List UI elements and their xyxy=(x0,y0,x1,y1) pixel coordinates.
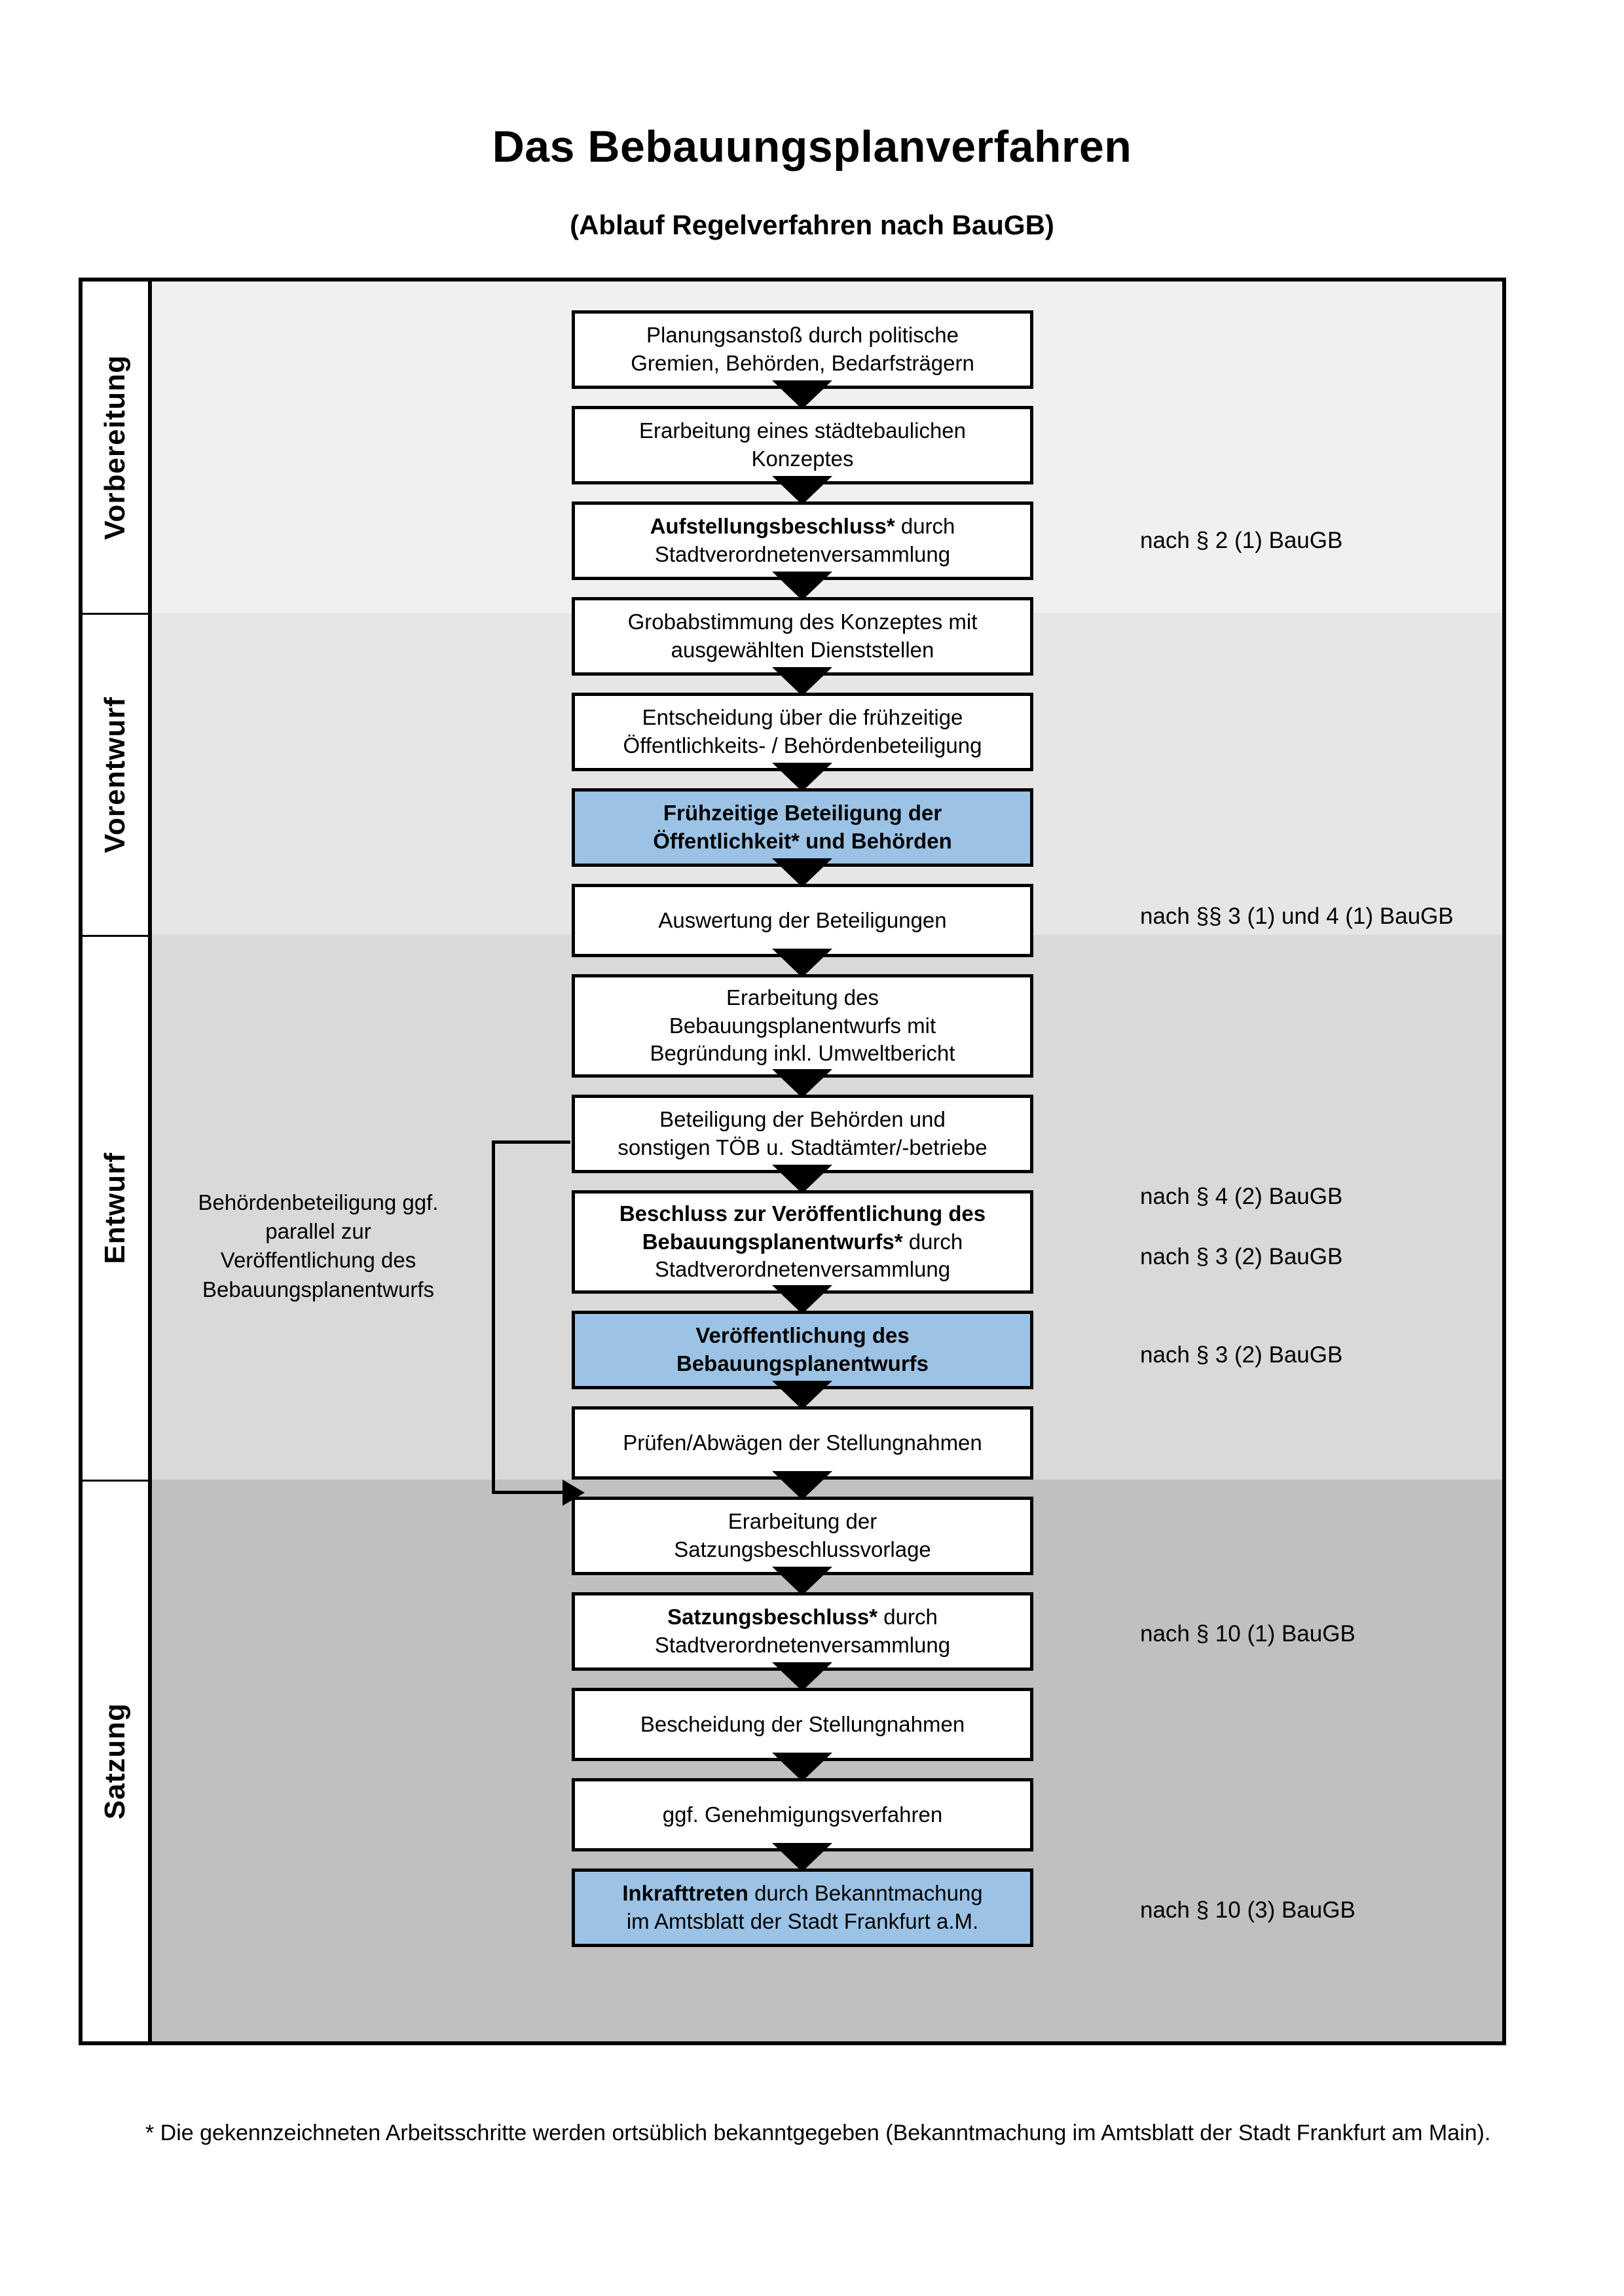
stage-divider-2 xyxy=(83,935,148,937)
step-line: Erarbeitung des xyxy=(726,985,879,1010)
flow-arrow-icon xyxy=(772,667,832,696)
step-line: Erarbeitung eines städtebaulichen xyxy=(638,418,966,443)
stage-column-divider xyxy=(148,282,152,2041)
step-box-satzungsbeschluss[interactable]: Satzungsbeschluss* durch Stadtverordnete… xyxy=(572,1592,1033,1671)
step-box-bescheidung[interactable]: Bescheidung der Stellungnahmen xyxy=(572,1688,1033,1761)
footnote: * Die gekennzeichneten Arbeitsschritte w… xyxy=(145,2121,1491,2145)
step-line: Entscheidung über die frühzeitige xyxy=(642,705,963,730)
stage-label-text: Vorbereitung xyxy=(99,354,131,540)
legal-note-2-1: nach § 2 (1) BauGB xyxy=(1140,528,1343,553)
feedback-bracket-top xyxy=(492,1140,570,1144)
step-line: durch Bekanntmachung xyxy=(748,1881,983,1906)
step-line: Öffentlichkeits- / Behördenbeteiligung xyxy=(623,733,982,757)
feedback-bracket-left xyxy=(492,1140,495,1494)
step-line: im Amtsblatt der Stadt Frankfurt a.M. xyxy=(626,1909,979,1933)
step-line: Prüfen/Abwägen der Stellungnahmen xyxy=(623,1430,982,1455)
step-box-beteiligung-behoerden[interactable]: Beteiligung der Behörden und sonstigen T… xyxy=(572,1095,1033,1173)
feedback-bracket-bottom xyxy=(492,1491,564,1494)
sidenote-behoerdenbeteiligung: Behördenbeteiligung ggf. parallel zur Ve… xyxy=(187,1188,449,1304)
step-line: durch xyxy=(902,1229,963,1254)
step-box-beschluss-veroeffentlichung[interactable]: Beschluss zur Veröffentlichung des Bebau… xyxy=(572,1190,1033,1294)
stage-label-text: Entwurf xyxy=(99,1152,131,1264)
legal-note-3-2-b: nach § 3 (2) BauGB xyxy=(1140,1342,1343,1368)
sidenote-text: Behördenbeteiligung ggf. parallel zur Ve… xyxy=(198,1190,439,1302)
stage-label-vorbereitung: Vorbereitung xyxy=(83,282,148,613)
stage-divider-1 xyxy=(83,613,148,615)
step-line: Bebauungsplanentwurfs mit xyxy=(669,1013,936,1038)
stage-label-text: Vorentwurf xyxy=(99,697,131,853)
step-line: Stadtverordnetenversammlung xyxy=(654,542,951,566)
flow-arrow-icon xyxy=(772,763,832,792)
flow-arrow-icon xyxy=(772,1843,832,1872)
step-line-bold: Beschluss zur Veröffentlichung des xyxy=(619,1201,986,1226)
step-line-bold: Aufstellungsbeschluss* xyxy=(650,514,895,539)
flow-arrow-icon xyxy=(772,1662,832,1691)
step-line-bold: Frühzeitige Beteiligung der xyxy=(663,801,942,826)
page-subtitle: (Ablauf Regelverfahren nach BauGB) xyxy=(570,210,1054,240)
step-line: Begründung inkl. Umweltbericht xyxy=(650,1041,955,1066)
step-line: Gremien, Behörden, Bedarfsträgern xyxy=(631,351,974,375)
step-line: Beteiligung der Behörden und xyxy=(659,1107,946,1132)
step-line: Auswertung der Beteiligungen xyxy=(658,907,947,932)
stage-label-satzung: Satzung xyxy=(83,1482,148,2041)
page-title: Das Bebauungsplanverfahren xyxy=(492,122,1132,172)
flow-arrow-icon xyxy=(772,1165,832,1194)
step-line: Planungsanstoß durch politische xyxy=(646,323,959,348)
step-box-aufstellungsbeschluss[interactable]: Aufstellungsbeschluss* durch Stadtverord… xyxy=(572,501,1033,580)
stage-label-entwurf: Entwurf xyxy=(83,937,148,1480)
flow-arrow-icon xyxy=(772,1285,832,1314)
step-line: durch xyxy=(895,514,955,539)
step-line: Satzungsbeschlussvorlage xyxy=(674,1537,931,1561)
flow-arrow-icon xyxy=(772,1069,832,1098)
step-line: sonstigen TÖB u. Stadtämter/-betriebe xyxy=(618,1135,987,1159)
flow-arrow-icon xyxy=(772,572,832,600)
step-line: ausgewählten Dienststellen xyxy=(671,638,934,662)
step-line: Stadtverordnetenversammlung xyxy=(654,1257,951,1282)
step-line: Bescheidung der Stellungnahmen xyxy=(640,1711,965,1736)
step-line: Stadtverordnetenversammlung xyxy=(654,1633,951,1657)
legal-note-10-3: nach § 10 (3) BauGB xyxy=(1140,1897,1356,1923)
step-box-staedtebau-konzept[interactable]: Erarbeitung eines städtebaulichen Konzep… xyxy=(572,406,1033,484)
step-line-bold: Satzungsbeschluss* xyxy=(667,1605,878,1630)
legal-note-10-1: nach § 10 (1) BauGB xyxy=(1140,1621,1356,1647)
step-box-satzungsbeschlussvorlage[interactable]: Erarbeitung der Satzungsbeschlussvorlage xyxy=(572,1497,1033,1575)
step-line-bold: Inkrafttreten xyxy=(622,1881,748,1906)
step-box-inkrafttreten[interactable]: Inkrafttreten durch Bekanntmachung im Am… xyxy=(572,1868,1033,1947)
flow-arrow-icon xyxy=(772,1471,832,1500)
step-box-veroeffentlichung[interactable]: Veröffentlichung des Bebauungsplanentwur… xyxy=(572,1311,1033,1389)
step-box-entscheidung-fruehzeitig[interactable]: Entscheidung über die frühzeitige Öffent… xyxy=(572,693,1033,771)
step-line-bold: Bebauungsplanentwurfs* xyxy=(642,1229,903,1254)
legal-note-4-2: nach § 4 (2) BauGB xyxy=(1140,1184,1343,1209)
step-box-pruefen-abwaegen[interactable]: Prüfen/Abwägen der Stellungnahmen xyxy=(572,1406,1033,1480)
step-box-auswertung[interactable]: Auswertung der Beteiligungen xyxy=(572,884,1033,957)
step-line: Erarbeitung der xyxy=(728,1509,877,1534)
flow-arrow-icon xyxy=(772,1567,832,1595)
stage-label-text: Satzung xyxy=(99,1703,131,1820)
flow-arrow-icon xyxy=(772,476,832,505)
flow-arrow-icon xyxy=(772,1381,832,1410)
flow-arrow-icon xyxy=(772,858,832,887)
step-line-bold: Öffentlichkeit* und Behörden xyxy=(653,829,952,853)
step-line-bold: Bebauungsplanentwurfs xyxy=(676,1351,929,1376)
step-line: durch xyxy=(877,1605,938,1630)
stage-label-vorentwurf: Vorentwurf xyxy=(83,615,148,935)
flow-arrow-icon xyxy=(772,380,832,409)
stage-divider-3 xyxy=(83,1480,148,1482)
step-box-erarbeitung-entwurf[interactable]: Erarbeitung des Bebauungsplanentwurfs mi… xyxy=(572,974,1033,1078)
step-box-fruehzeitige-beteiligung[interactable]: Frühzeitige Beteiligung der Öffentlichke… xyxy=(572,788,1033,867)
legal-note-3-2-a: nach § 3 (2) BauGB xyxy=(1140,1244,1343,1269)
step-line-bold: Veröffentlichung des xyxy=(695,1323,910,1348)
step-box-planungsanstoss[interactable]: Planungsanstoß durch politische Gremien,… xyxy=(572,310,1033,389)
flow-arrow-icon xyxy=(772,949,832,977)
step-line: ggf. Genehmigungsverfahren xyxy=(662,1802,943,1827)
legal-note-3-1-4-1: nach §§ 3 (1) und 4 (1) BauGB xyxy=(1140,903,1454,929)
process-diagram-frame: Vorbereitung Vorentwurf Entwurf Satzung … xyxy=(79,278,1506,2045)
step-box-grobabstimmung[interactable]: Grobabstimmung des Konzeptes mit ausgewä… xyxy=(572,597,1033,676)
step-line: Konzeptes xyxy=(751,446,854,471)
flow-arrow-icon xyxy=(772,1753,832,1781)
step-line: Grobabstimmung des Konzeptes mit xyxy=(627,610,978,634)
step-box-genehmigungsverfahren[interactable]: ggf. Genehmigungsverfahren xyxy=(572,1778,1033,1851)
